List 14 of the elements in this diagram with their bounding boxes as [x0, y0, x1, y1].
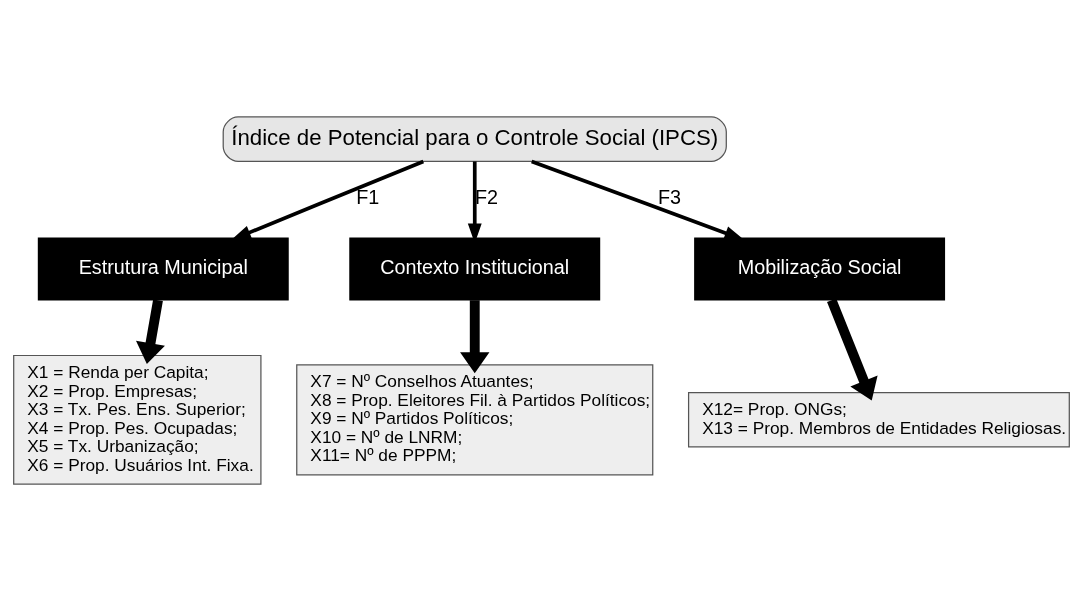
node-box: X1 = Renda per Capita; X2 = Prop. Empresas; X3 = Tx. Pes. Ens. Superior; X4 = Prop. Pes. Ocupadas; X5 = Tx. Urbanização; X6 = Prop. Usuários Int. Fixa. — [13, 354, 262, 485]
arrow — [460, 300, 490, 374]
node-box: Mobilização Social — [694, 237, 946, 301]
arrow — [136, 299, 165, 364]
edge-label: F1 — [356, 186, 380, 209]
arrow — [827, 298, 878, 401]
node-box: X7 = Nº Conselhos Atuantes; X8 = Prop. Eleitores Fil. à Partidos Políticos; X9 = Nº Partidos Políticos; X10 = Nº de LNRM; X11= Nº de PPPM; — [296, 364, 654, 476]
arrow — [531, 159, 745, 240]
arrow — [231, 159, 425, 240]
edge-label: F3 — [657, 186, 681, 209]
node-box: Contexto Institucional — [349, 237, 601, 301]
node-box: X12= Prop. ONGs; X13 = Prop. Membros de Entidades Religiosas. — [687, 391, 1070, 448]
node-box: Estrutura Municipal — [37, 237, 289, 301]
node-box: Índice de Potencial para o Controle Social (IPCS) — [222, 116, 727, 163]
